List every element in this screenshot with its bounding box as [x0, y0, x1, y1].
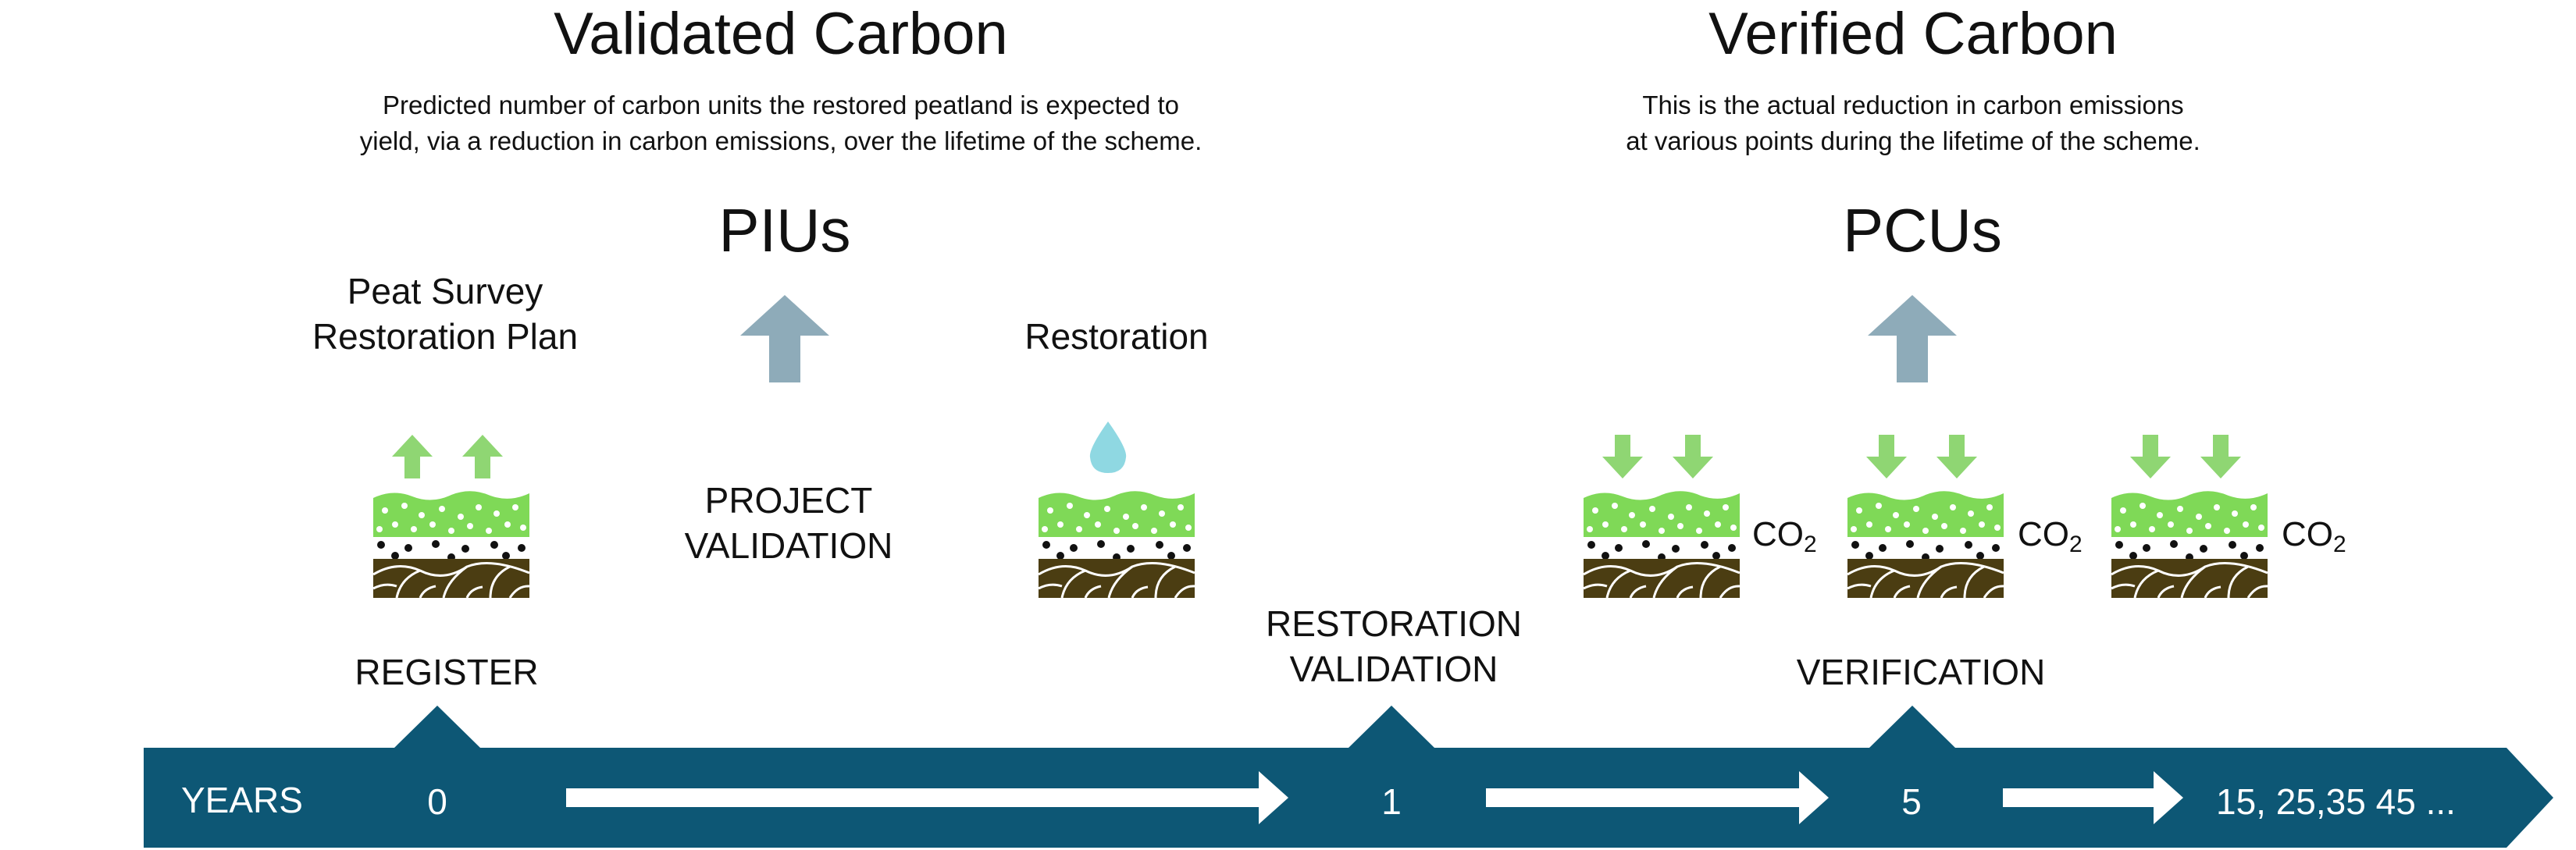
absorption-arrows-icon	[1584, 433, 1740, 480]
absorption-arrows-icon	[2111, 433, 2268, 480]
co2-subscript: 2	[2333, 532, 2346, 557]
verified-carbon-description: This is the actual reduction in carbon e…	[1366, 87, 2460, 159]
emission-arrows-icon	[373, 433, 529, 480]
year-1: 1	[1381, 781, 1402, 822]
pcu-label: PCUs	[1843, 196, 2002, 265]
absorption-arrows-icon	[1847, 433, 2004, 480]
restoration-validation-line2: VALIDATION	[1289, 649, 1498, 689]
peat-layer-emitting-icon	[373, 489, 529, 598]
peat-layer-absorbing-icon	[1847, 489, 2004, 598]
year-0: 0	[427, 781, 447, 822]
up-arrow-icon	[1868, 295, 1957, 382]
peat-survey-label: Peat Survey Restoration Plan	[250, 269, 640, 359]
stage-verification: VERIFICATION	[1796, 652, 2046, 692]
peat-layer-water-icon	[1039, 489, 1195, 598]
peat-layer-absorbing-icon	[2111, 489, 2268, 598]
validated-carbon-description: Predicted number of carbon units the res…	[234, 87, 1327, 159]
right-arrow-icon	[2003, 771, 2183, 824]
water-drop-icon	[1089, 421, 1127, 473]
co2-text: CO	[1752, 515, 1804, 553]
timeline-band	[144, 706, 2553, 848]
co2-label: CO2	[1752, 515, 1817, 558]
validated-desc-line1: Predicted number of carbon units the res…	[383, 91, 1179, 119]
peat-survey-text: Peat Survey	[347, 271, 543, 311]
co2-subscript: 2	[2069, 532, 2083, 557]
validated-desc-line2: yield, via a reduction in carbon emissio…	[359, 126, 1202, 155]
co2-text: CO	[2018, 515, 2069, 553]
restoration-validation-line1: RESTORATION	[1266, 603, 1522, 644]
validation-text: VALIDATION	[684, 525, 893, 566]
verified-desc-line1: This is the actual reduction in carbon e…	[1642, 91, 2184, 119]
verified-carbon-title: Verified Carbon	[1708, 1, 2118, 67]
up-arrow-icon	[740, 295, 829, 382]
right-arrow-icon	[1486, 771, 1829, 824]
restoration-plan-text: Restoration Plan	[312, 316, 579, 357]
co2-label: CO2	[2282, 515, 2346, 558]
right-arrow-icon	[566, 771, 1288, 824]
stage-restoration-validation: RESTORATION VALIDATION	[1210, 601, 1577, 692]
project-text: PROJECT	[704, 480, 873, 521]
year-later: 15, 25,35 45 ...	[2216, 781, 2456, 822]
years-label: YEARS	[181, 780, 303, 820]
co2-label: CO2	[2018, 515, 2083, 558]
verified-desc-line2: at various points during the lifetime of…	[1626, 126, 2200, 155]
piu-label: PIUs	[718, 196, 851, 265]
peat-layer-absorbing-icon	[1584, 489, 1740, 598]
project-validation-label: PROJECT VALIDATION	[593, 478, 984, 568]
restoration-label: Restoration	[1024, 316, 1209, 357]
validated-carbon-title: Validated Carbon	[554, 1, 1008, 67]
co2-subscript: 2	[1804, 532, 1817, 557]
stage-register: REGISTER	[355, 652, 539, 692]
year-5: 5	[1901, 781, 1922, 822]
co2-text: CO	[2282, 515, 2333, 553]
